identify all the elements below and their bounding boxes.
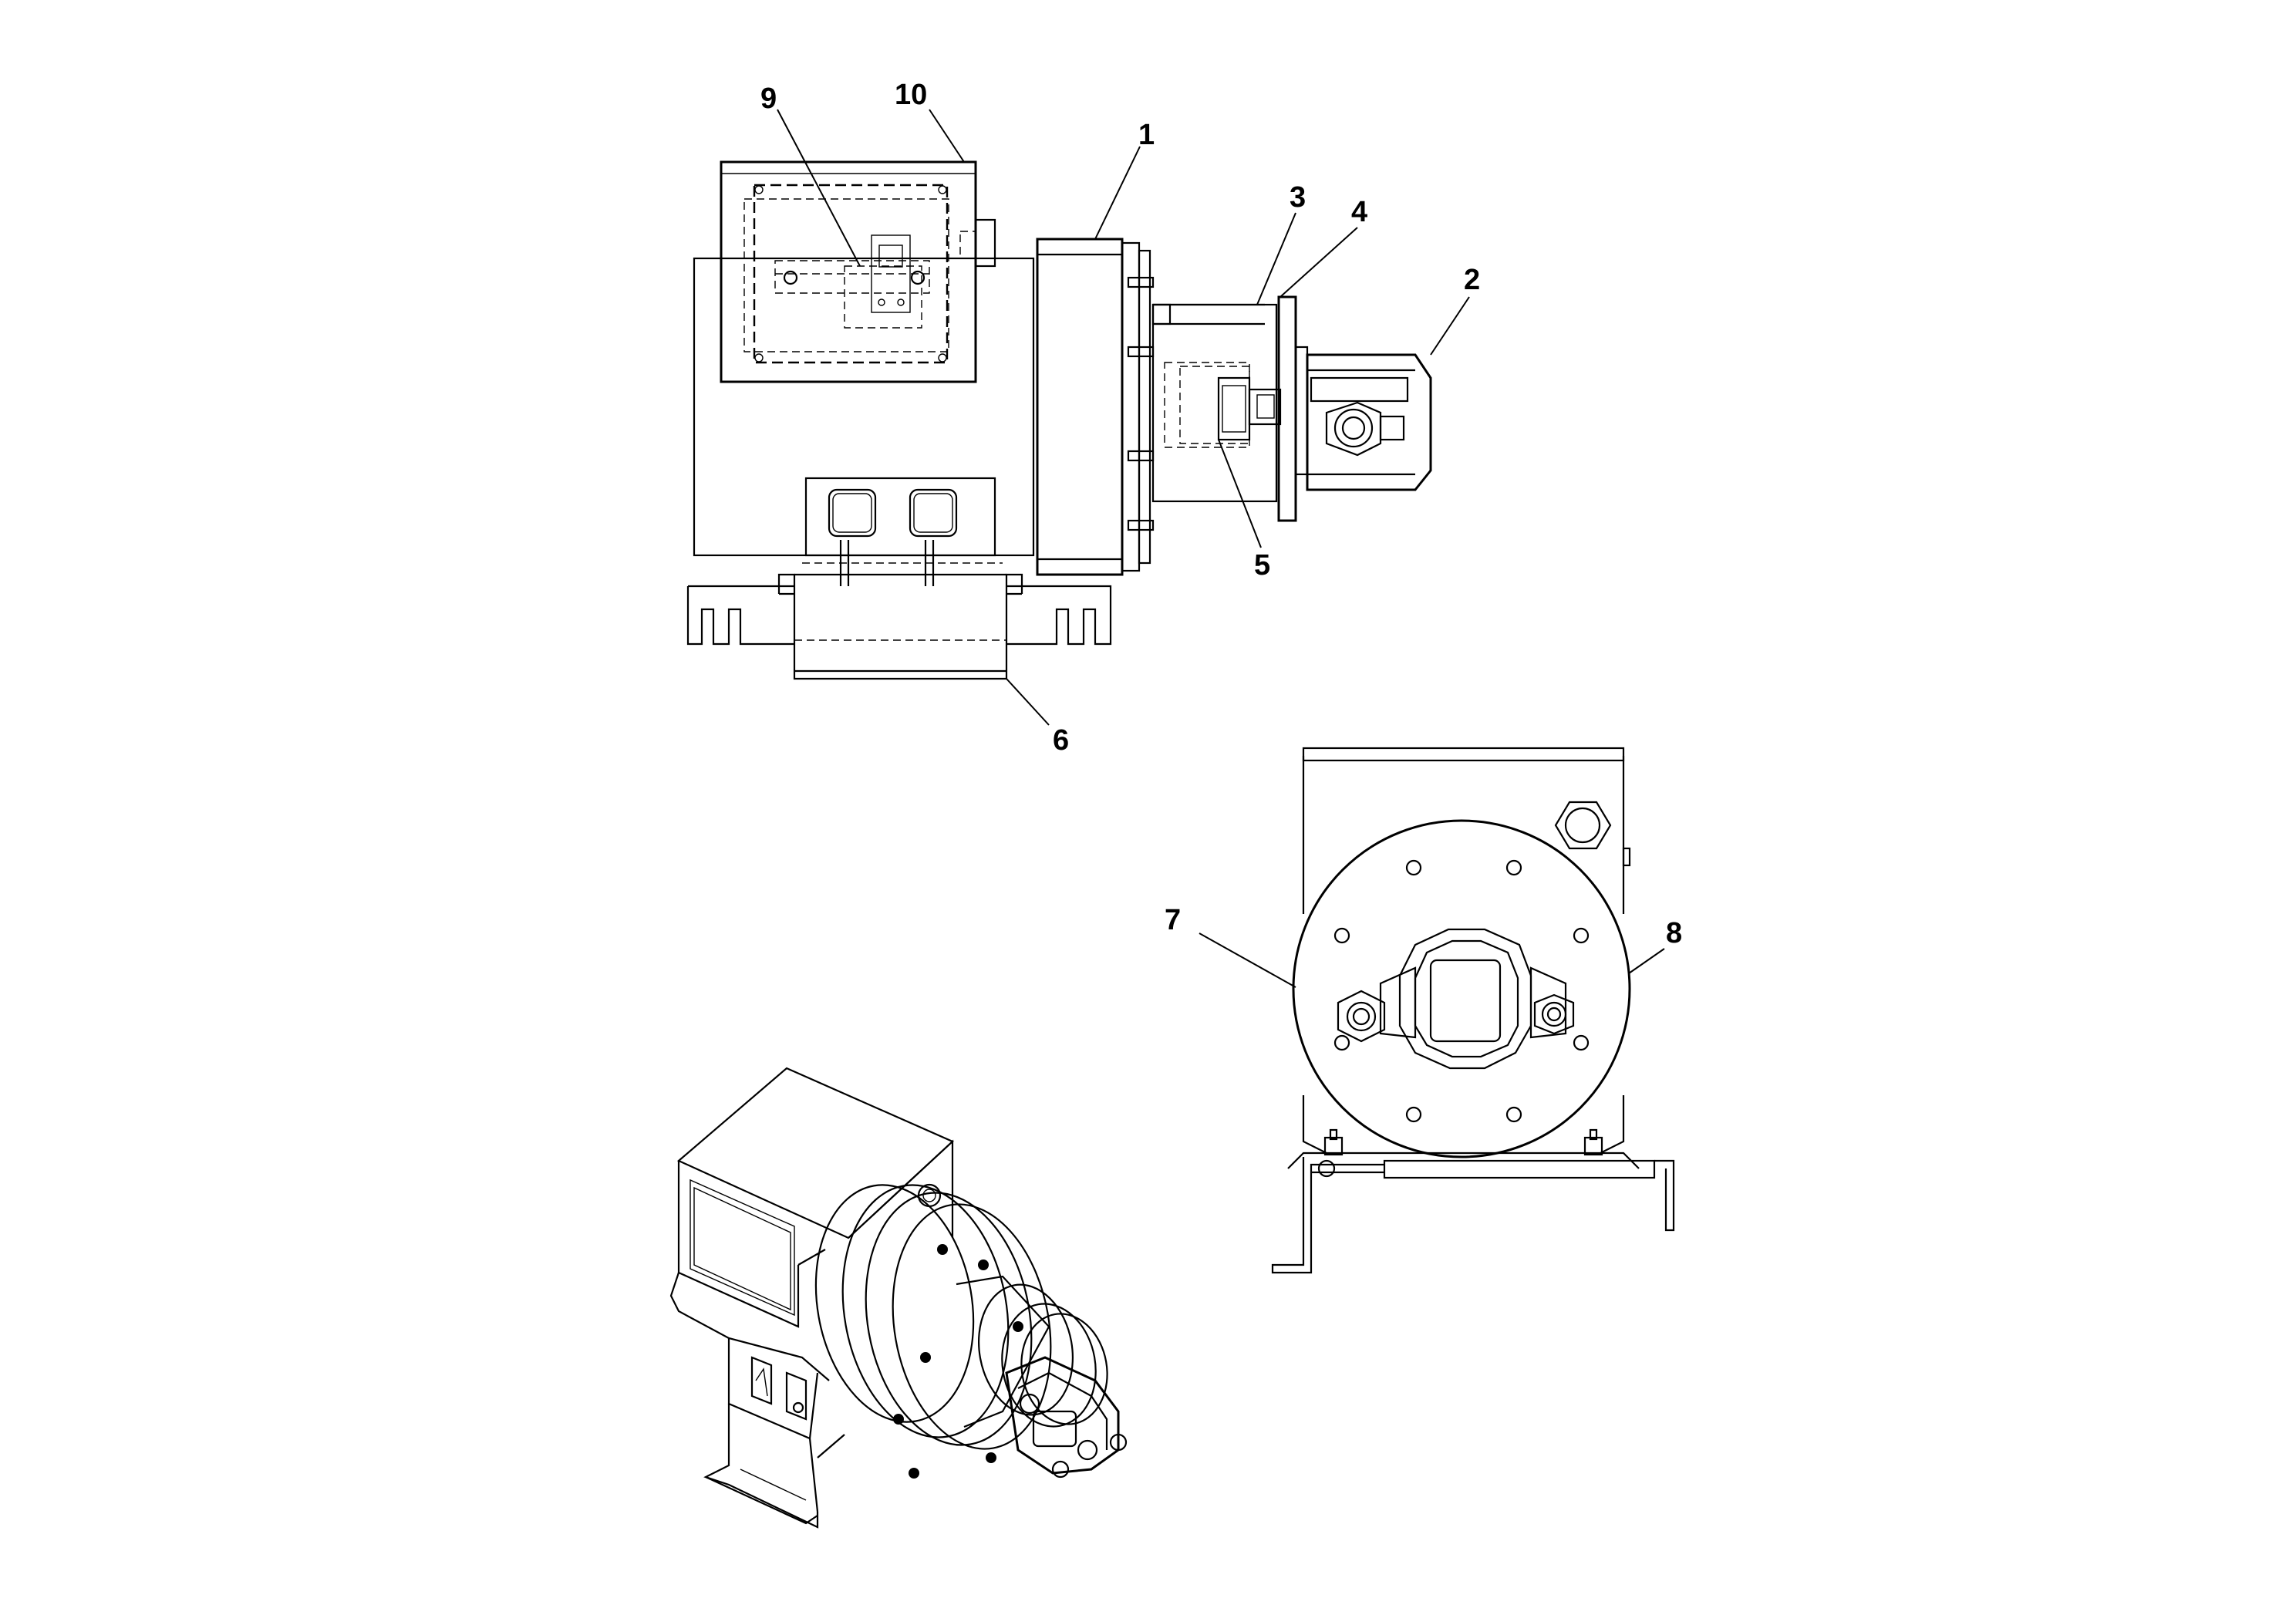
leader-2 bbox=[1430, 296, 1470, 356]
callout-1: 1 bbox=[1138, 119, 1155, 151]
callout-7: 7 bbox=[1165, 904, 1181, 936]
callout-9: 9 bbox=[760, 83, 777, 115]
callout-3: 3 bbox=[1290, 181, 1306, 214]
leader-8 bbox=[1628, 948, 1665, 974]
leader-9 bbox=[777, 109, 861, 267]
callout-5: 5 bbox=[1254, 549, 1270, 582]
leader-10 bbox=[929, 109, 965, 163]
front-view bbox=[1271, 747, 1675, 1274]
isometric-view bbox=[669, 1067, 1128, 1529]
leader-1 bbox=[1094, 146, 1141, 240]
callout-8: 8 bbox=[1666, 917, 1682, 949]
leader-4 bbox=[1279, 227, 1358, 298]
callout-4: 4 bbox=[1351, 196, 1367, 228]
leader-5 bbox=[1218, 439, 1262, 548]
leader-lines bbox=[777, 109, 1665, 988]
leader-6 bbox=[1006, 678, 1050, 726]
callout-2: 2 bbox=[1464, 264, 1480, 296]
side-view bbox=[686, 160, 1432, 680]
callouts: 9 10 1 3 4 2 5 6 7 8 bbox=[760, 79, 1682, 949]
leader-7 bbox=[1199, 932, 1296, 988]
leader-3 bbox=[1256, 212, 1296, 305]
callout-6: 6 bbox=[1053, 724, 1069, 757]
callout-10: 10 bbox=[895, 79, 927, 111]
